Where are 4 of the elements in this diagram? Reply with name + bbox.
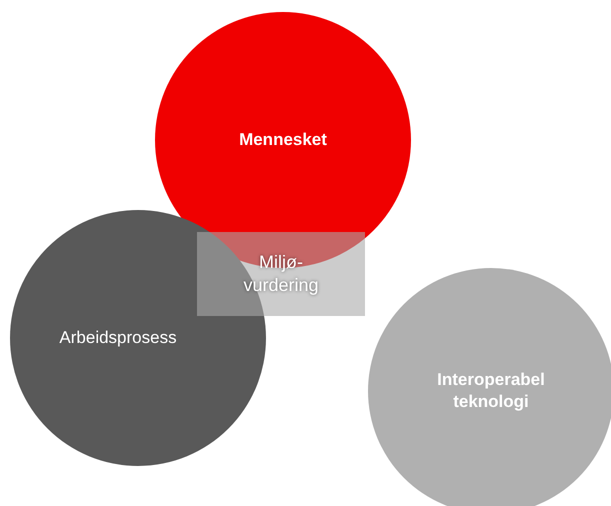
node-label: Arbeidsprosess	[58, 326, 178, 349]
node-label: Mennesket	[238, 128, 328, 151]
overlay-box	[197, 232, 365, 316]
node-label: Interoperabel teknologi	[436, 368, 546, 413]
